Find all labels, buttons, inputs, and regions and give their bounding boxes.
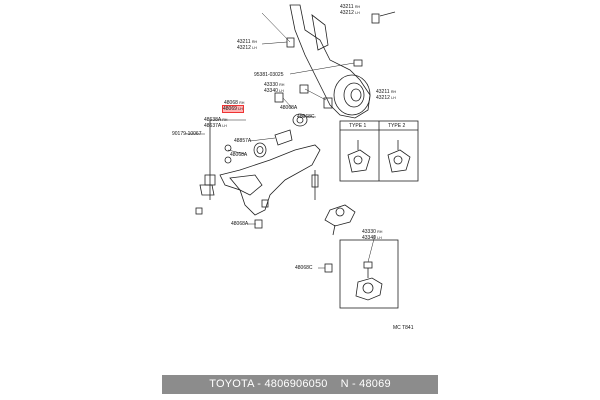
ball-joint-box: [339, 239, 399, 309]
label-43212-top: 43212 LH: [340, 10, 360, 16]
label-type-1: TYPE 1: [349, 123, 367, 129]
label-48068c-top: 48068C: [297, 114, 315, 120]
label-48638a: 48638A RH: [204, 117, 228, 123]
label-43211-top: 43211 RH: [340, 4, 360, 10]
parts-diagram: 43211 RH 43212 LH 43211 RH 43212 LH 9538…: [172, 4, 419, 331]
caption-separator: -: [254, 378, 265, 390]
label-48068a-mid: 48068A: [230, 152, 248, 158]
hub: [333, 74, 371, 116]
steering-knuckle: [289, 4, 371, 119]
label-48637a: 48637A LH: [204, 123, 227, 129]
diagram-drawing: [185, 4, 419, 309]
label-43211-left: 43211 RH: [237, 39, 257, 45]
ball-joint-lower: [355, 277, 383, 301]
diagram-code: MC T841: [393, 325, 414, 331]
caption-brand: TOYOTA: [209, 378, 255, 390]
bushing-rear: [292, 113, 308, 127]
label-48068a-bottom: 48068A: [231, 221, 249, 227]
type1-joint: [347, 149, 371, 173]
label-43212-left: 43212 LH: [237, 45, 257, 51]
label-48068: 48068 RH: [224, 100, 245, 106]
label-type-2: TYPE 2: [388, 123, 406, 129]
label-48857a: 48857A: [234, 138, 252, 144]
label-48068a-top: 48068A: [280, 105, 298, 111]
type2-joint: [387, 149, 411, 173]
label-43340-mid: 43340 LH: [264, 88, 284, 94]
caption-separator-2: N -: [327, 378, 360, 390]
label-90179: 90179-10067: [172, 131, 202, 137]
caption-diagram-number: 48069: [359, 378, 391, 390]
ball-joint-upper: [324, 204, 356, 227]
label-43330-low: 43330 RH: [362, 229, 383, 235]
label-43340-low: 43340 LH: [362, 235, 382, 241]
label-48069-highlighted: 48069 LH: [222, 105, 244, 113]
label-43211-right: 43211 RH: [376, 89, 396, 95]
label-43330-mid: 43330 RH: [264, 82, 285, 88]
label-95381: 95381-03025: [254, 72, 284, 78]
label-43212-right: 43212 LH: [376, 95, 396, 101]
part-caption-bar: TOYOTA - 4806906050 N - 48069: [162, 375, 438, 394]
bushing-front: [253, 142, 267, 158]
lower-control-arm: [219, 144, 321, 216]
caption-part-number: 4806906050: [264, 378, 328, 390]
label-48068c-bottom: 48068C: [295, 265, 313, 271]
